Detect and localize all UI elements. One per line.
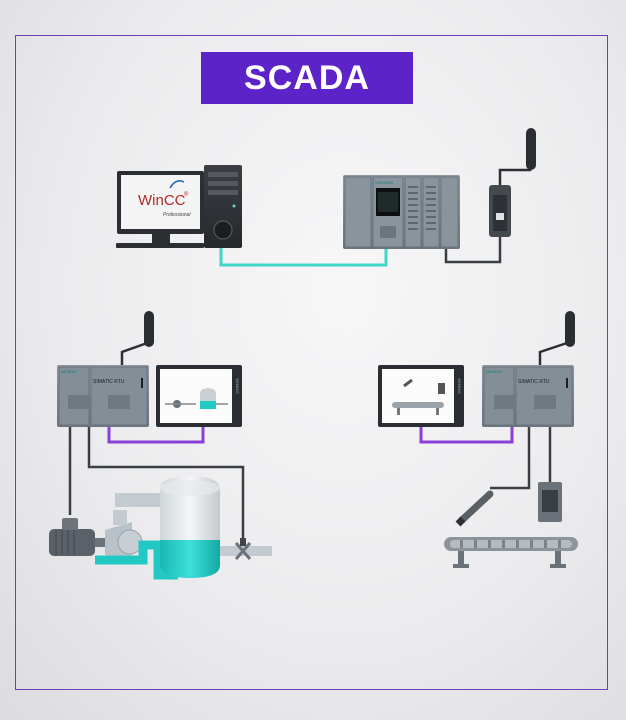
keyboard [116,243,204,248]
rtu-right-brand: SIEMENS [486,370,502,374]
local-link-left [107,427,205,444]
wincc-logo-text: WinCC [138,192,186,209]
storage-tank [160,476,220,578]
wincc-trademark: ® [184,191,189,198]
rtu-right-label: SIMATIC RTU [518,379,550,385]
scada-workstation: WinCC ® Professional [116,165,242,248]
outlet-valve [220,538,272,560]
pc-fan [213,220,233,240]
power-led [232,204,236,208]
cable-top-plc-modem [444,237,502,264]
suction-pipe [95,540,178,580]
monitor-neck [152,234,170,243]
rtu-right: SIMATIC RTU SIEMENS [482,365,574,427]
hmi-panel-right: SIEMENS [378,365,464,427]
antenna-right [565,311,575,347]
wincc-logo-swoosh [169,180,185,189]
cable-rtu-proximity-sensor [490,427,531,490]
monitor-screen [121,175,200,229]
hmi-panel-left: SIEMENS [156,365,242,427]
ethernet-link-top [219,248,388,267]
antenna-top [526,128,536,170]
hmi-left-brand: SIEMENS [235,378,239,394]
cable-rtu-valve [87,427,245,545]
diagram-frame [15,35,608,690]
antenna-left [144,311,154,347]
wincc-edition: Professional [163,212,191,218]
rtu-left: SIMATIC RTU SIEMENS [57,365,149,427]
local-link-right [419,427,514,444]
rtu-left-brand: SIEMENS [61,370,77,374]
proximity-sensor [455,490,494,527]
photo-sensor [538,482,562,522]
rtu-left-label: SIMATIC RTU [93,379,125,385]
page-title: SCADA [201,52,413,104]
gsm-modem-top [489,128,536,237]
plc-brand-label: SIEMENS [375,180,393,185]
central-plc-rack: SIEMENS [343,175,460,249]
hmi-right-brand: SIEMENS [457,378,461,394]
conveyor [444,537,578,568]
